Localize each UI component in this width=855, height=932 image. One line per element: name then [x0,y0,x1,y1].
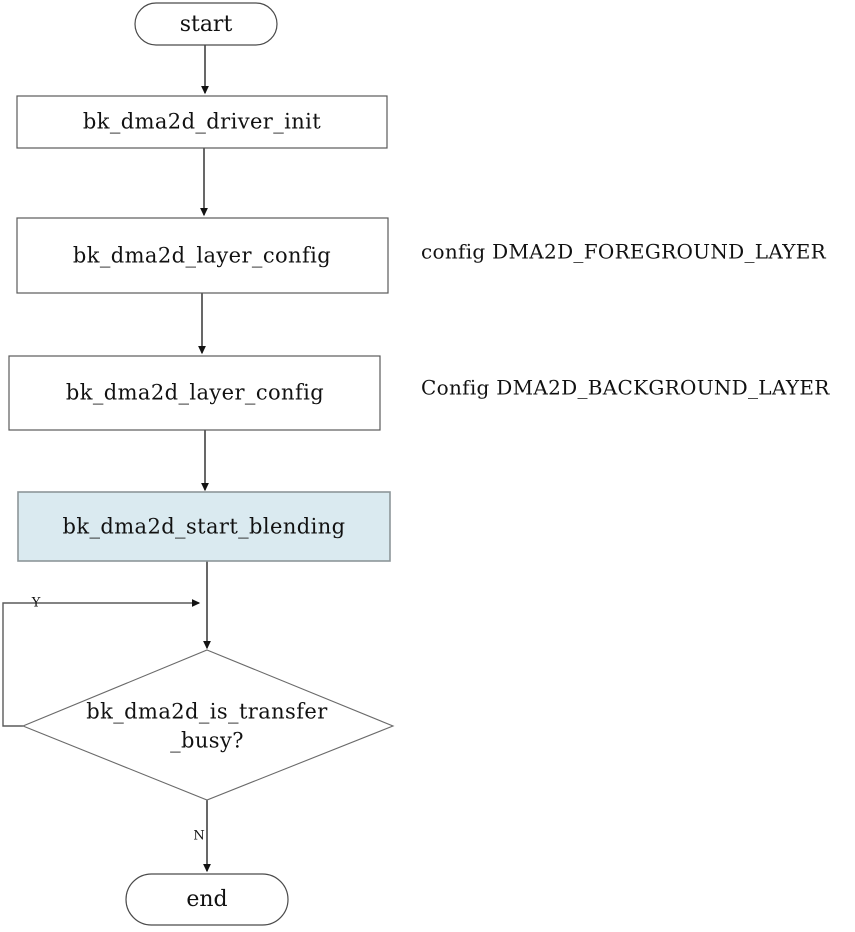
node-driver-init[interactable]: bk_dma2d_driver_init [16,95,388,149]
node-start[interactable]: start [134,2,278,46]
node-driver-init-label: bk_dma2d_driver_init [83,110,321,134]
node-layer-config-foreground[interactable]: bk_dma2d_layer_config [16,217,389,294]
node-end-label: end [186,887,227,912]
node-start-blending[interactable]: bk_dma2d_start_blending [17,491,391,562]
node-layer-config-foreground-label: bk_dma2d_layer_config [73,244,331,268]
edge-label-yes: Y [31,596,41,611]
node-is-transfer-busy-label-line1: bk_dma2d_is_transfer [86,700,328,724]
annotation-background-layer: Config DMA2D_BACKGROUND_LAYER [421,376,830,400]
node-is-transfer-busy[interactable]: bk_dma2d_is_transfer _busy? [21,649,395,801]
annotation-foreground-layer: config DMA2D_FOREGROUND_LAYER [421,240,827,264]
edge-busy-to-end: N [193,800,211,873]
edge-label-no: N [193,829,204,844]
node-end[interactable]: end [125,873,289,926]
node-is-transfer-busy-label-line2: _busy? [170,729,244,753]
node-layer-config-background[interactable]: bk_dma2d_layer_config [8,355,381,431]
edge-busy-loop-yes: Y [2,596,201,727]
node-layer-config-background-label: bk_dma2d_layer_config [66,381,324,405]
node-start-blending-label: bk_dma2d_start_blending [63,515,346,539]
node-start-label: start [180,12,233,37]
